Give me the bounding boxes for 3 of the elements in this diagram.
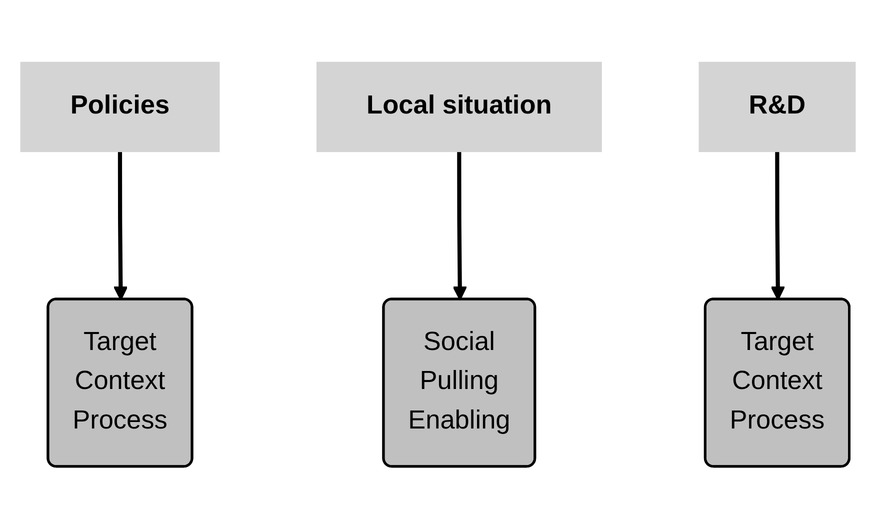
node-box: Local situation [316, 62, 602, 152]
node-box: Policies [20, 62, 220, 152]
node-box: R&D [698, 62, 856, 152]
